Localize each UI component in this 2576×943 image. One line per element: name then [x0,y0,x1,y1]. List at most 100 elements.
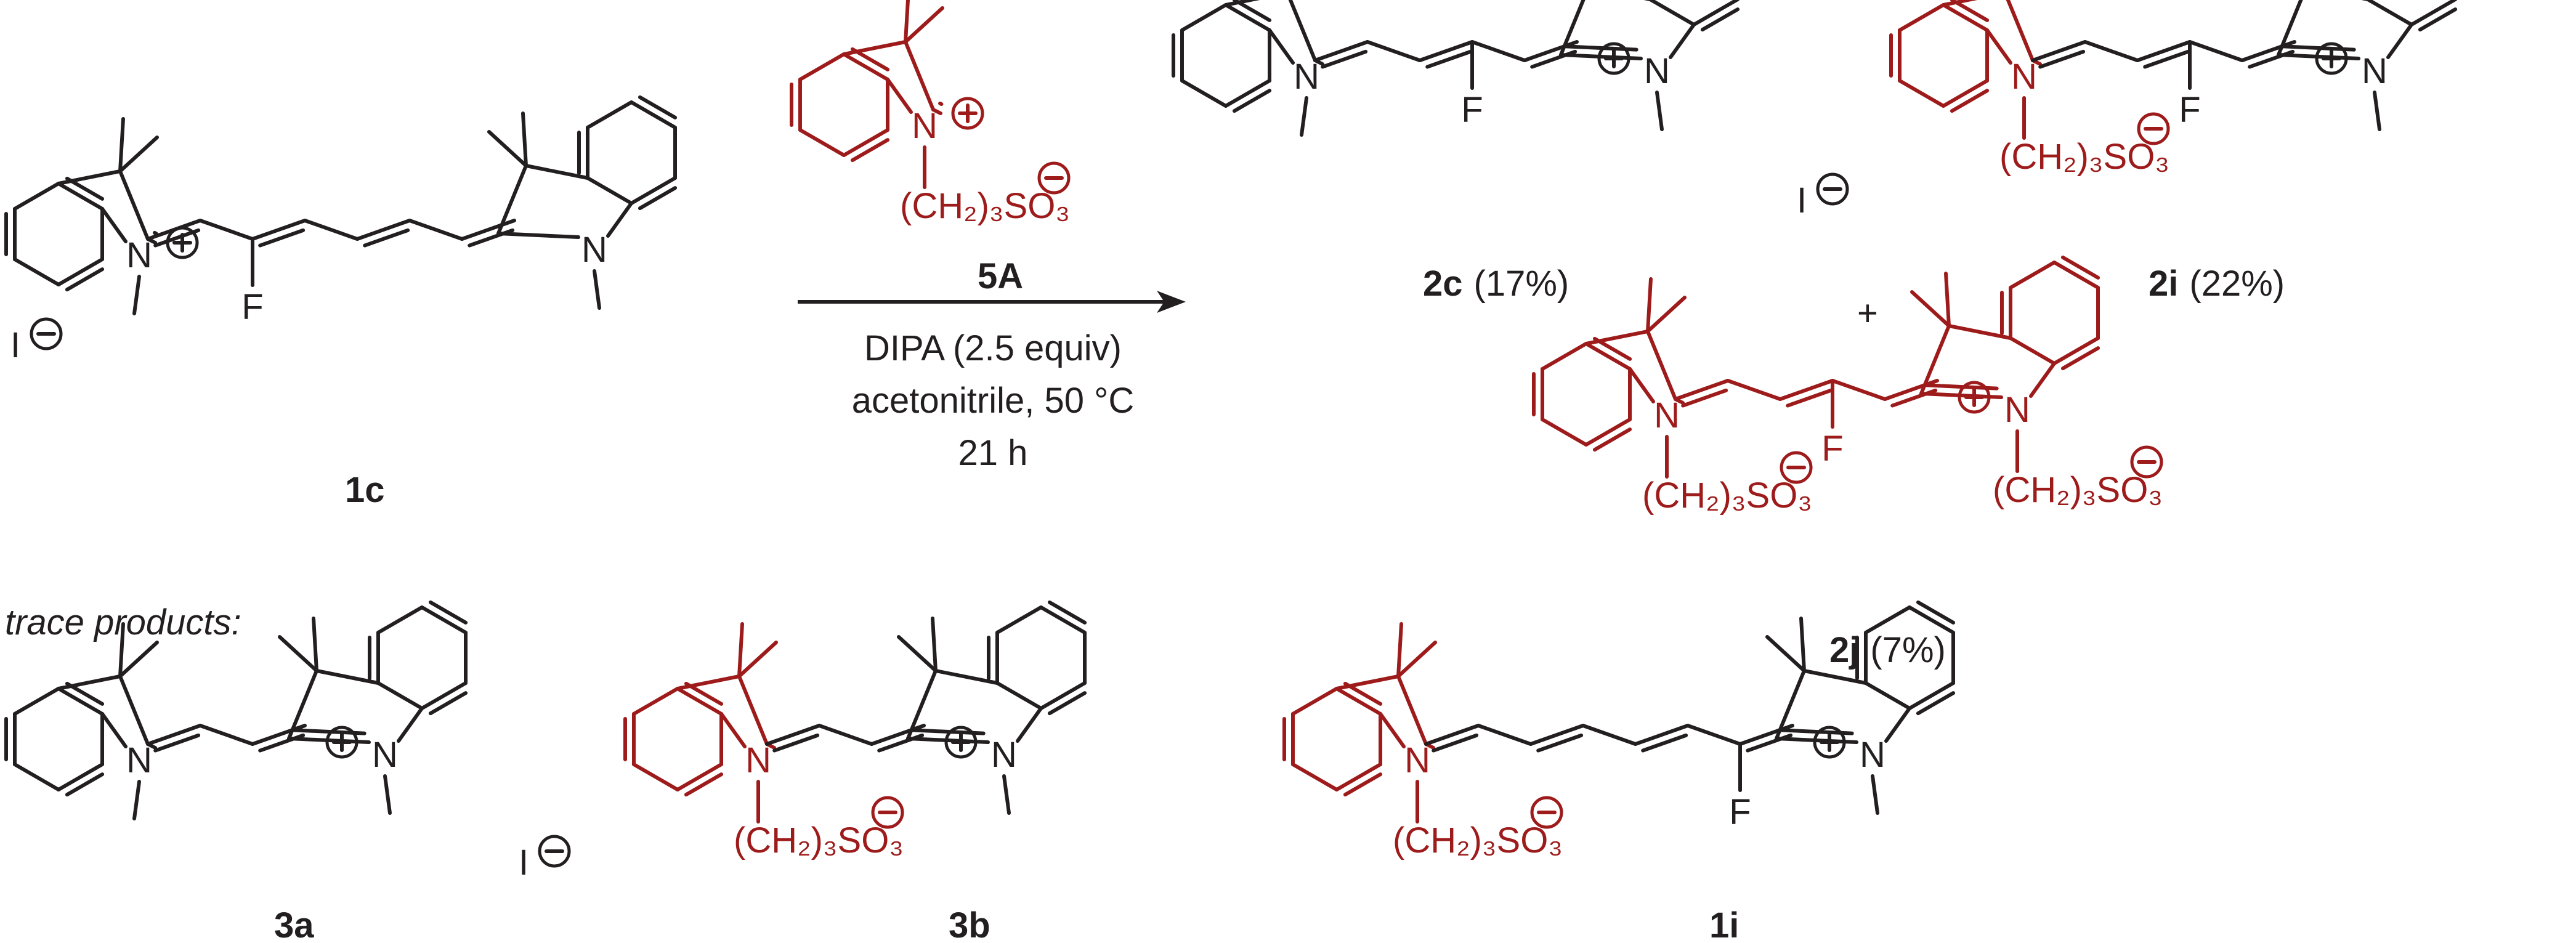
bond [1883,379,1939,401]
sulfonate-chain: (CH₂)₃SO₃ [1642,476,1812,516]
ring-bond [676,674,741,690]
bond [57,257,105,286]
ring-bond [2006,0,2035,62]
double-bond [1432,733,1479,753]
plus-charge-icon [325,726,358,759]
ring-bond [118,169,150,241]
methyl-bond [1765,635,1806,673]
ring-bond [397,706,424,743]
ring-bond [1884,706,1911,743]
double-bond [1916,600,1956,625]
n-methyl-bond [2373,91,2381,131]
ring-bond [1919,324,1951,395]
minus-charge-icon [1780,451,1813,484]
bond [1908,605,1956,634]
bond [1224,3,1272,32]
fluorine-label: F [2179,90,2200,130]
ring-bond [2008,261,2056,289]
ring-bond [376,605,424,634]
ring-bond [2029,362,2056,398]
chain-bond [1470,40,1526,62]
methyl-bond [930,617,938,673]
ring-bond [1335,674,1400,690]
chain-bond [1476,724,1533,746]
double-bond [428,691,468,716]
double-bond [1786,388,1833,408]
double-bond [1681,388,1728,408]
ring-bond [57,169,122,185]
ring-bond [57,674,122,690]
bond [1424,724,1480,746]
ring-bond [798,52,846,81]
n-methyl-bond [1300,96,1309,137]
fluorine-label: F [1461,90,1483,130]
double-bond [1641,733,1688,753]
ring-bond [1802,669,1868,685]
ring-bond [12,763,60,791]
double-bond [2060,346,2100,371]
minus-charge-icon [1037,161,1071,195]
plus-charge-icon [2315,42,2348,75]
double-bond [2143,49,2190,69]
double-bond [1536,733,1584,753]
chain-bond [1366,40,1422,62]
minus-charge-icon [871,796,904,829]
plus-charge-icon [951,97,984,130]
ring-bond [995,605,1043,634]
trace-products-heading: trace products: [5,602,241,642]
ring-bond [606,201,633,238]
nitrogen-label: N [2011,57,2037,97]
bond [1908,681,1956,710]
double-bond [153,228,201,248]
nitrogen-label: N [1654,395,1680,435]
methyl-bond [520,111,528,168]
bond [842,128,890,157]
double-bond [65,772,105,797]
chain-bond [1726,379,1782,401]
double-bond [2060,255,2100,280]
double-bond [2418,7,2458,32]
label-1i: 1i [1709,905,1739,943]
nitrogen-label: N [1404,740,1430,780]
bond [842,52,890,81]
fluorine-label: F [1729,792,1751,832]
double-bond [1047,691,1087,716]
bond [57,763,105,791]
bond [57,687,105,716]
bond [1942,3,1990,32]
bond [676,687,724,716]
ring-bond [1558,0,1586,57]
ring-bond [1290,687,1339,716]
condition-time: 21 h [958,433,1028,473]
ring-bond [886,78,913,114]
bond [420,681,468,710]
methyl-bond [311,617,318,673]
double-bond [638,186,678,211]
chain-bond [817,724,873,746]
n-methyl-bond [1871,774,1879,815]
ring-bond [1540,418,1588,447]
chain-bond [408,219,464,241]
ring-bond [1985,28,2013,65]
ring-bond [842,40,907,56]
ring-bond [100,207,128,243]
bond [2052,261,2100,289]
ring-bond [1224,0,1260,7]
nitrogen-label: N [1294,57,1319,97]
ring-bond [719,712,747,748]
ring-bond [904,40,935,111]
n-methyl-bond [132,780,142,820]
bond [1418,40,1474,62]
label-2c: 2c(17%) [1423,264,1569,304]
double-bond [1343,772,1383,797]
methyl-bond [737,622,744,678]
bond [2052,336,2100,365]
nitrogen-label: N [745,740,771,780]
ring-bond [1897,79,1945,108]
double-bond [258,228,306,248]
double-bond [153,733,201,753]
bond [1738,724,1794,746]
ring-bond [314,669,380,685]
